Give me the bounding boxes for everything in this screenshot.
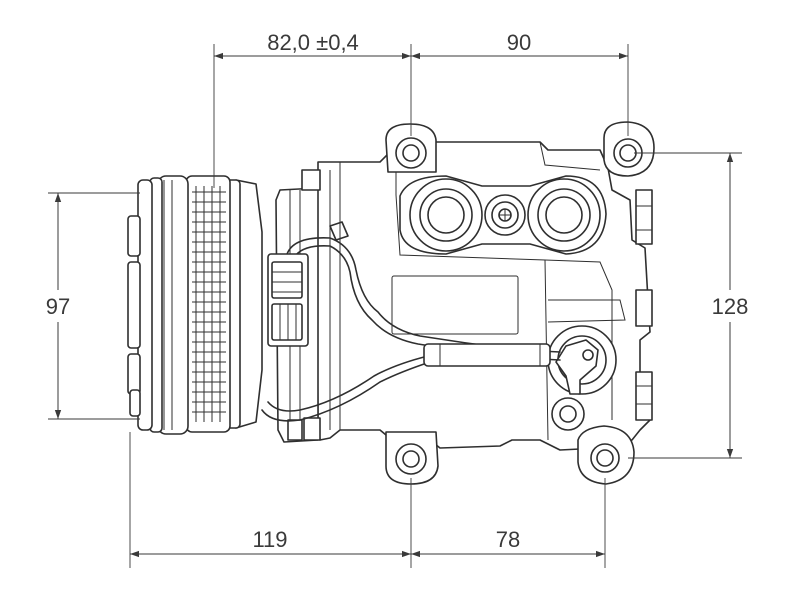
refrigerant-ports [399,175,607,255]
dim-label-right-height: 128 [712,294,749,319]
pressure-switch [547,325,617,431]
suction-port-left [409,178,483,252]
pulley-grooves [192,186,226,422]
mount-ear-top-left [385,123,437,173]
dim-label-left-height: 97 [46,294,70,319]
mounting-ears [385,121,655,485]
service-valve-center [484,194,526,236]
electrical-connector [267,253,309,347]
mount-ear-bottom-right [577,425,635,485]
dim-label-bottom-right: 78 [496,527,520,552]
mount-ear-top-right [603,121,655,177]
dim-label-bottom-left: 119 [252,527,287,552]
clutch-pulley [127,175,263,435]
mount-ear-bottom-left [385,431,439,485]
discharge-port-right [527,178,601,252]
clutch-hub [127,215,141,417]
dimension-labels: 82,0 ±0,4 90 97 128 119 78 [46,30,749,552]
dim-label-top-left: 82,0 ±0,4 [267,30,359,55]
wiring-harness [261,221,561,422]
dim-label-top-right: 90 [507,30,531,55]
